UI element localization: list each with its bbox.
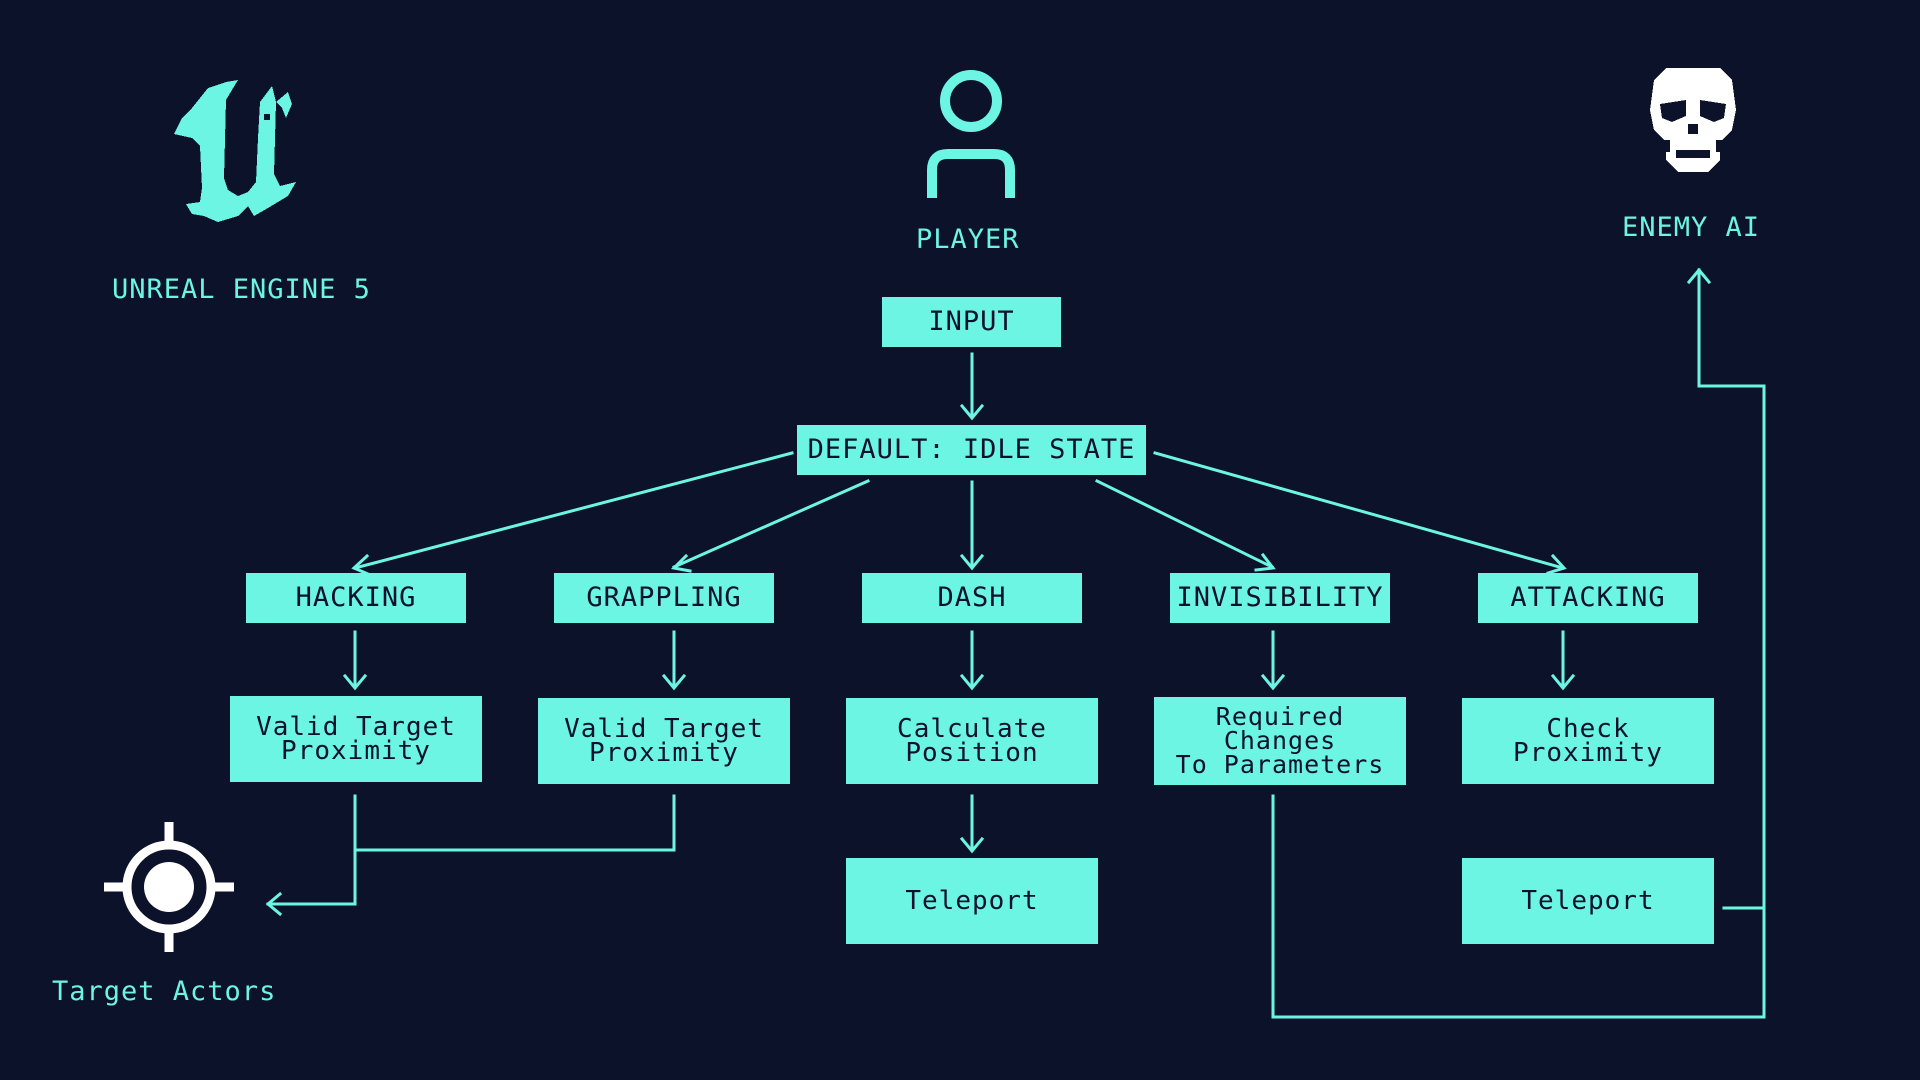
edge-idle-hacking bbox=[351, 451, 794, 576]
teleport-attack-node: Teleport bbox=[1462, 858, 1714, 944]
attacking-node: ATTACKING bbox=[1478, 573, 1698, 623]
parameters-node: Required Changes To Parameters bbox=[1154, 697, 1406, 785]
edge-idle-dash bbox=[959, 480, 985, 571]
engine-label: UNREAL ENGINE 5 bbox=[112, 274, 371, 305]
targets-label: Target Actors bbox=[52, 976, 277, 1007]
player-icon bbox=[924, 70, 1020, 200]
invisibility-node: INVISIBILITY bbox=[1170, 573, 1390, 623]
teleport-dash-node: Teleport bbox=[846, 858, 1098, 944]
edge-grappling-check bbox=[661, 630, 687, 691]
edge-to-enemy bbox=[1271, 267, 1766, 1019]
edge-input-idle bbox=[959, 352, 985, 421]
skull-icon bbox=[1646, 60, 1740, 180]
player-label: PLAYER bbox=[916, 224, 1020, 255]
edge-attacking-proximity bbox=[1550, 630, 1576, 691]
edge-checks-targets bbox=[265, 794, 676, 917]
edge-invisibility-params bbox=[1260, 630, 1286, 691]
grappling-node: GRAPPLING bbox=[554, 573, 774, 623]
edge-hacking-check bbox=[342, 630, 368, 691]
check-proximity-node: Check Proximity bbox=[1462, 698, 1714, 784]
edge-idle-attacking bbox=[1153, 451, 1567, 575]
crosshair-icon bbox=[104, 822, 234, 952]
edge-calculate-teleport bbox=[959, 794, 985, 854]
grappling-check-node: Valid Target Proximity bbox=[538, 698, 790, 784]
edge-idle-invisibility bbox=[1094, 478, 1276, 572]
edge-dash-calculate bbox=[959, 630, 985, 691]
unreal-logo-icon bbox=[168, 78, 318, 223]
input-node: INPUT bbox=[882, 297, 1061, 347]
calculate-position-node: Calculate Position bbox=[846, 698, 1098, 784]
idle-state-node: DEFAULT: IDLE STATE bbox=[797, 425, 1146, 475]
edge-idle-grappling bbox=[670, 479, 870, 573]
hacking-node: HACKING bbox=[246, 573, 466, 623]
hacking-check-node: Valid Target Proximity bbox=[230, 696, 482, 782]
enemy-label: ENEMY AI bbox=[1622, 212, 1761, 243]
dash-node: DASH bbox=[862, 573, 1082, 623]
